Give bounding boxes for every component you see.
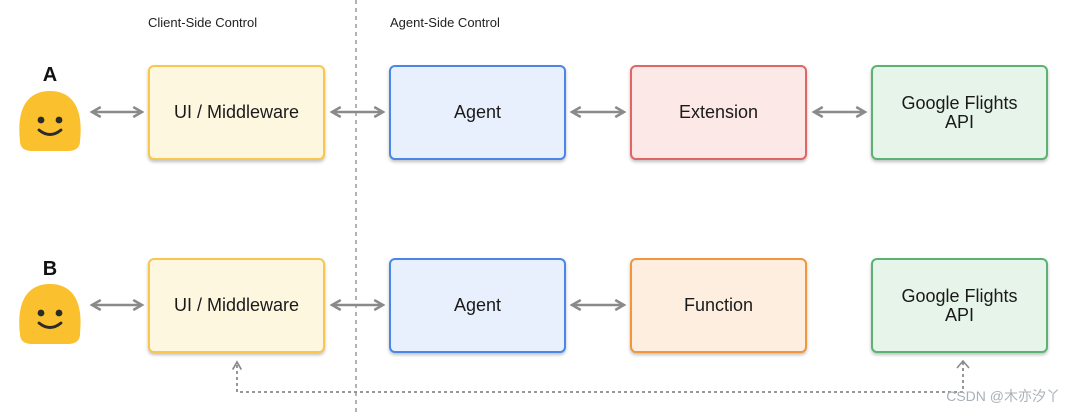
- api-label-line2: API: [944, 304, 974, 325]
- agent-box-b: Agent: [389, 258, 566, 353]
- extension-box-a: Extension: [630, 65, 807, 160]
- dotted-api-to-ui-path: [231, 360, 964, 393]
- client-side-header: Client-Side Control: [148, 15, 258, 30]
- api-label-line1: Google Flights: [901, 285, 1018, 306]
- ui-middleware-box-a: UI / Middleware: [148, 65, 325, 160]
- agent-box-a: Agent: [389, 65, 566, 160]
- api-label-line1: Google Flights: [901, 92, 1018, 113]
- ui-middleware-label: UI / Middleware: [173, 102, 300, 122]
- watermark: CSDN @木亦汐丫: [946, 388, 1060, 404]
- row-b-label: B: [42, 258, 58, 280]
- google-flights-api-box-a: Google Flights API: [871, 65, 1048, 160]
- smiley-face-icon: [19, 91, 81, 151]
- api-label-line2: API: [944, 111, 974, 132]
- function-box-b: Function: [630, 258, 807, 353]
- ui-middleware-label: UI / Middleware: [173, 295, 300, 315]
- agent-label: Agent: [453, 102, 502, 122]
- google-flights-api-box-b: Google Flights API: [871, 258, 1048, 353]
- dotted-arrow-head-api: [956, 359, 970, 369]
- extension-label: Extension: [678, 102, 759, 122]
- agent-label: Agent: [453, 295, 502, 315]
- row-a-label: A: [42, 64, 58, 86]
- ui-middleware-box-b: UI / Middleware: [148, 258, 325, 353]
- smiley-face-icon: [19, 284, 81, 344]
- agent-side-header: Agent-Side Control: [390, 15, 500, 30]
- function-label: Function: [683, 295, 754, 315]
